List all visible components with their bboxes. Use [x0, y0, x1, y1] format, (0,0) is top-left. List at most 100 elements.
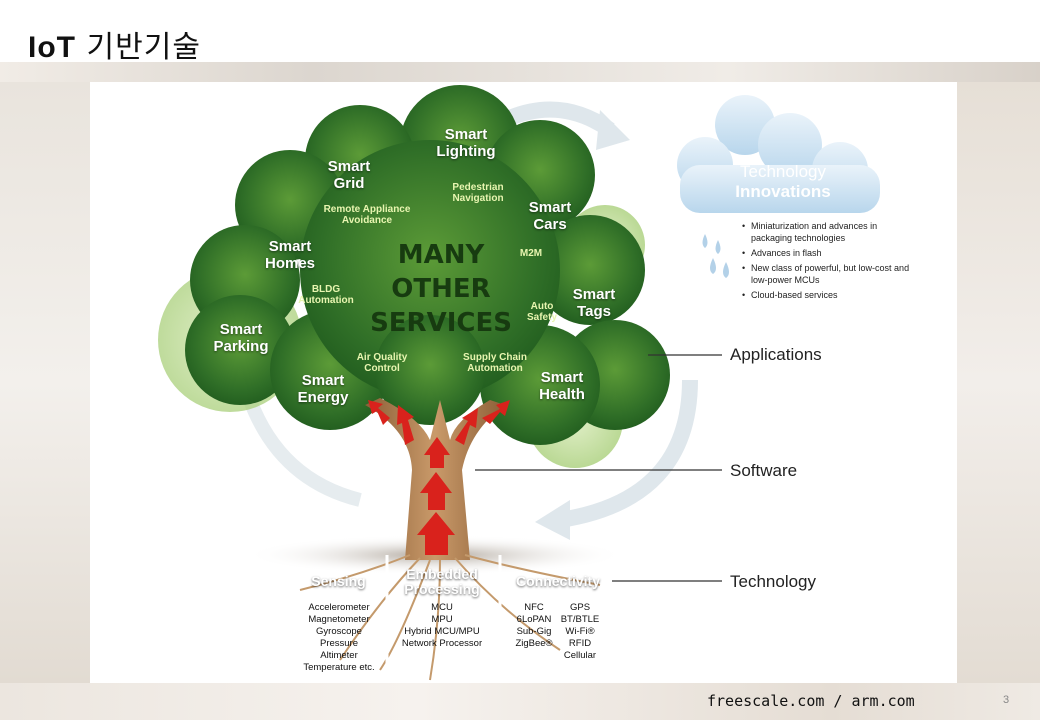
background-side-left: [0, 82, 90, 683]
slide-title-rest: 기반기술: [76, 30, 201, 65]
label-software: Software: [730, 461, 798, 480]
service-line2: Health: [539, 385, 585, 403]
root-heading-sensing: Sensing: [311, 573, 366, 589]
sensing-item: Altimeter: [320, 650, 358, 661]
service-line2: Tags: [577, 302, 611, 320]
background-side-right: [957, 82, 1040, 683]
service-line1: Smart: [327, 158, 371, 175]
background-band-top: [0, 62, 1040, 82]
processing-item: Hybrid MCU/MPU: [404, 626, 480, 637]
bullet-item: Miniaturization and advances in packagin…: [742, 220, 912, 244]
sub-line1: Auto: [530, 301, 554, 312]
center-line1: MANY: [397, 240, 485, 270]
service-line2: Energy: [297, 388, 349, 406]
label-applications: Applications: [730, 345, 822, 364]
sensing-list: Accelerometer Magnetometer Gyroscope Pre…: [290, 602, 388, 674]
sensing-item: Accelerometer: [308, 602, 370, 613]
connectivity-item: RFID: [568, 638, 592, 649]
bullet-item: Advances in flash: [742, 247, 912, 259]
sub-line1: M2M: [519, 248, 543, 259]
service-line1: Smart: [528, 199, 572, 216]
label-technology: Technology: [730, 572, 817, 591]
service-line1: Smart: [444, 126, 488, 143]
connectivity-list-col1: NFC 6LoPAN Sub-Gig ZigBee®: [510, 602, 558, 650]
processing-heading-line1: Embedded: [406, 566, 478, 582]
service-line1: Smart: [268, 238, 312, 255]
background-band-bottom: [0, 683, 1040, 720]
service-line2: Lighting: [436, 142, 496, 160]
tree-roots: [299, 554, 601, 681]
service-line1: Smart: [540, 369, 584, 386]
processing-heading-line2: Processing: [404, 580, 480, 597]
source-footer: freescale.com / arm.com: [707, 692, 915, 710]
center-line3: SERVICES: [370, 308, 512, 338]
processing-item: MPU: [431, 614, 453, 625]
rain-drops: [702, 234, 729, 278]
processing-list: MCU MPU Hybrid MCU/MPU Network Processor: [392, 602, 492, 650]
sub-line2: Automation: [298, 295, 354, 306]
connectivity-item: Sub-Gig: [516, 626, 552, 637]
connectivity-item: 6LoPAN: [516, 614, 552, 625]
connectivity-item: BT/BTLE: [560, 614, 600, 625]
sub-line1: Supply Chain: [463, 352, 527, 363]
sensing-item: Gyroscope: [316, 626, 362, 637]
connectivity-item: GPS: [569, 602, 591, 613]
sensing-item: Magnetometer: [308, 614, 370, 625]
technology-cloud: [677, 95, 880, 213]
connectivity-item: ZigBee®: [515, 638, 553, 649]
bullet-item: New class of powerful, but low-cost and …: [742, 262, 912, 286]
sub-m2m: M2M: [506, 248, 556, 259]
bullet-item: Cloud-based services: [742, 289, 912, 301]
connectivity-list-col2: GPS BT/BTLE Wi-Fi® RFID Cellular: [556, 602, 604, 662]
tree-canopy: [185, 85, 670, 445]
connectivity-item: Wi-Fi®: [565, 626, 595, 637]
sub-line1: Pedestrian: [452, 182, 504, 193]
processing-item: Network Processor: [401, 638, 483, 649]
flow-arrows: [368, 400, 510, 555]
sensing-item: Temperature etc.: [303, 662, 375, 673]
slide-title: IoT 기반기술: [28, 22, 201, 66]
many-other-services: MANY OTHER SERVICES: [368, 238, 514, 340]
cycle-arrow-top-head: [596, 110, 630, 150]
sub-line2: Navigation: [452, 193, 504, 204]
sub-line1: BLDG: [311, 284, 341, 295]
innovation-bullet-list: Miniaturization and advances in packagin…: [742, 220, 912, 304]
service-line1: Smart: [219, 321, 263, 338]
service-line2: Cars: [533, 215, 567, 233]
cycle-arrow-left: [243, 397, 362, 507]
service-line1: Smart: [572, 286, 616, 303]
root-heading-processing: Embedded Processing: [392, 567, 492, 596]
service-line2: Homes: [264, 254, 316, 272]
page-number: 3: [1003, 694, 1010, 706]
sub-line1: Remote Appliance: [323, 204, 411, 215]
service-line2: Parking: [213, 337, 269, 355]
sub-line1: Air Quality: [356, 352, 408, 363]
connectivity-item: Cellular: [563, 650, 597, 661]
root-heading-connectivity: Connectivity: [515, 573, 600, 589]
sub-line2: Avoidance: [341, 215, 393, 226]
cloud-title-line1: Technology: [739, 162, 826, 181]
sub-line2: Safety: [526, 312, 557, 323]
cycle-arrow-right: [558, 379, 698, 528]
sub-line2: Control: [364, 363, 400, 374]
service-line2: Grid: [333, 174, 365, 192]
sensing-item: Pressure: [319, 638, 358, 649]
slide-title-bold: IoT: [28, 31, 76, 64]
cloud-title: Technology Innovations: [708, 162, 858, 203]
cloud-title-line2: Innovations: [735, 182, 831, 202]
cycle-arrow-right-head: [535, 500, 570, 540]
sub-line2: Automation: [467, 363, 523, 374]
